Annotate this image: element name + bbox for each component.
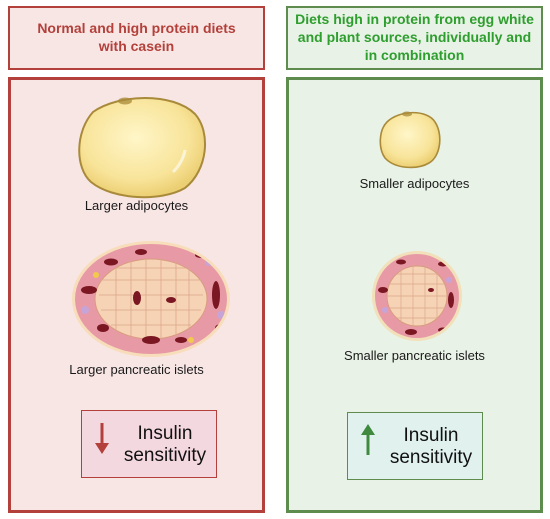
right-insulin-text: Insulin sensitivity (384, 425, 478, 469)
left-insulin-text: Insulin sensitivity (118, 423, 212, 467)
right-header-line-1: Diets high in protein from egg white (295, 11, 534, 27)
right-adipocyte-label: Smaller adipocytes (359, 176, 470, 191)
small-adipocyte-illustration (379, 111, 441, 169)
left-adipocyte-label: Larger adipocytes (84, 198, 189, 213)
left-insulin-box: Insulin sensitivity (81, 410, 217, 478)
left-insulin-line-2: sensitivity (123, 445, 207, 466)
large-islet-illustration (72, 241, 230, 357)
left-header-text: Normal and high protein diets with casei… (10, 19, 263, 55)
left-header-box: Normal and high protein diets with casei… (8, 6, 265, 70)
arrow-up-icon (361, 424, 375, 455)
right-insulin-box: Insulin sensitivity (347, 412, 483, 480)
small-islet-illustration (372, 251, 462, 341)
right-header-box: Diets high in protein from egg white and… (286, 6, 543, 70)
right-insulin-line-2: sensitivity (389, 447, 473, 468)
right-insulin-line-1: Insulin (403, 425, 459, 446)
left-header-line-1: Normal and high protein diets (37, 20, 236, 36)
left-panel: Larger adipocytes (8, 77, 265, 513)
right-header-line-3: in combination (364, 47, 465, 63)
right-header-line-2: and plant sources, individually and (297, 29, 532, 45)
right-islet-label: Smaller pancreatic islets (344, 348, 485, 363)
large-adipocyte-illustration (78, 97, 207, 199)
left-header-line-2: with casein (98, 38, 175, 54)
right-panel: Smaller adipocytes (286, 77, 543, 513)
left-insulin-line-1: Insulin (137, 423, 193, 444)
left-islet-label: Larger pancreatic islets (69, 362, 204, 377)
right-header-text: Diets high in protein from egg white and… (288, 10, 541, 64)
arrow-down-icon (95, 423, 109, 454)
